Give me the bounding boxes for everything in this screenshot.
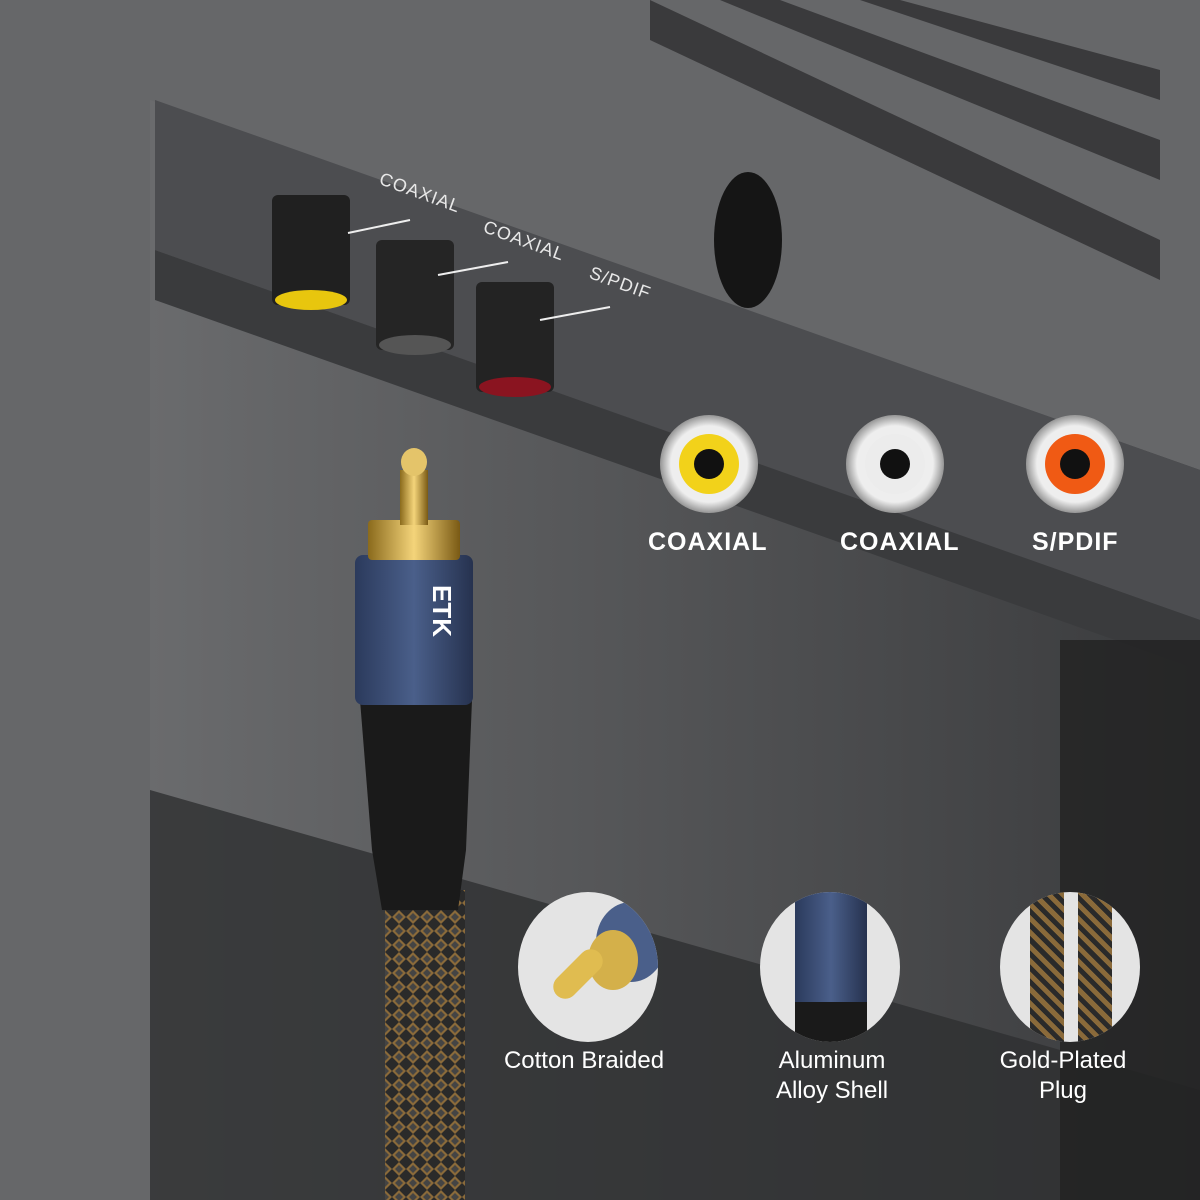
feature-image-braid [1000,892,1140,1042]
feature-caption-cotton-braided: Cotton Braided [503,1047,665,1074]
jack-spdif-orange [1026,415,1124,513]
jack-label-spdif: S/PDIF [1032,528,1119,556]
caption-line: Plug [1038,1077,1088,1104]
svg-text:ETK: ETK [427,585,457,637]
caption-line: Alloy Shell [775,1077,889,1104]
jack-label-coaxial-2: COAXIAL [840,528,960,556]
caption-line: Aluminum [778,1047,886,1074]
panel-ports [272,195,554,397]
feature-image-shell [760,892,900,1042]
caption-line: Gold-Plated [999,1047,1127,1074]
jack-coaxial-white [846,415,944,513]
jack-label-coaxial-1: COAXIAL [648,528,768,556]
jack-coaxial-yellow [660,415,758,513]
rca-cable: ETK [355,448,473,1200]
feature-image-plug-tip [518,892,658,1042]
